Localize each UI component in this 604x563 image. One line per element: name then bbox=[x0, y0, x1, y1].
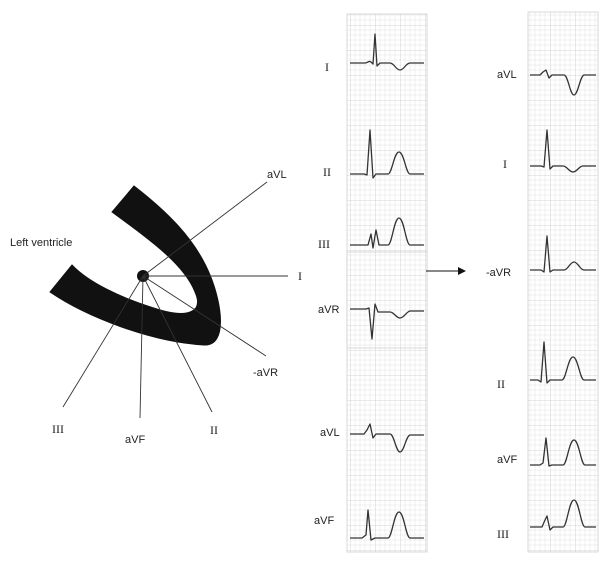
axis-neg-aVR bbox=[142, 275, 267, 357]
middle-lead-label-3: aVR bbox=[318, 304, 339, 316]
right-lead-label-4: aVF bbox=[497, 454, 517, 466]
axis-aVL bbox=[142, 181, 268, 277]
right-trace-1 bbox=[530, 129, 596, 173]
middle-lead-label-4: aVL bbox=[320, 427, 340, 439]
right-trace-0 bbox=[530, 69, 596, 96]
transform-arrow bbox=[426, 267, 466, 275]
middle-lead-label-5: aVF bbox=[314, 515, 334, 527]
right-lead-label-2: -aVR bbox=[486, 267, 511, 279]
ecg-column-right: aVL I -aVR II aVF III bbox=[486, 11, 599, 553]
axis-label-III: III bbox=[52, 422, 64, 436]
axis-label-neg-aVR: -aVR bbox=[253, 367, 278, 379]
axis-label-II: II bbox=[210, 423, 218, 437]
middle-lead-label-0: I bbox=[325, 60, 329, 74]
left-ventricle-label: Left ventricle bbox=[10, 237, 72, 249]
axis-III bbox=[62, 275, 144, 408]
axis-label-aVL: aVL bbox=[267, 169, 287, 181]
axis-aVF bbox=[139, 275, 144, 419]
middle-trace-0 bbox=[350, 33, 424, 71]
right-trace-2 bbox=[530, 235, 596, 273]
middle-trace-5 bbox=[350, 509, 424, 541]
right-lead-label-1: I bbox=[503, 157, 507, 171]
middle-trace-3 bbox=[350, 303, 424, 340]
right-lead-label-0: aVL bbox=[497, 69, 517, 81]
right-lead-label-3: II bbox=[497, 377, 505, 391]
ecg-column-middle: I II III aVR aVL aVF bbox=[314, 13, 428, 553]
middle-trace-1 bbox=[350, 129, 424, 179]
axis-label-aVF: aVF bbox=[125, 434, 145, 446]
right-trace-5 bbox=[530, 499, 596, 531]
axis-II bbox=[142, 275, 213, 413]
left-ventricle-shape bbox=[49, 185, 221, 346]
middle-lead-label-2: III bbox=[318, 237, 330, 251]
right-lead-label-5: III bbox=[497, 527, 509, 541]
middle-trace-2 bbox=[350, 217, 424, 249]
middle-trace-4 bbox=[350, 423, 424, 453]
right-trace-4 bbox=[530, 437, 596, 467]
axis-label-I: I bbox=[298, 269, 302, 283]
hexaxial-diagram: Left ventricle aVL I -aVR II aVF III bbox=[10, 169, 302, 446]
middle-lead-label-1: II bbox=[323, 165, 331, 179]
right-trace-3 bbox=[530, 341, 596, 384]
